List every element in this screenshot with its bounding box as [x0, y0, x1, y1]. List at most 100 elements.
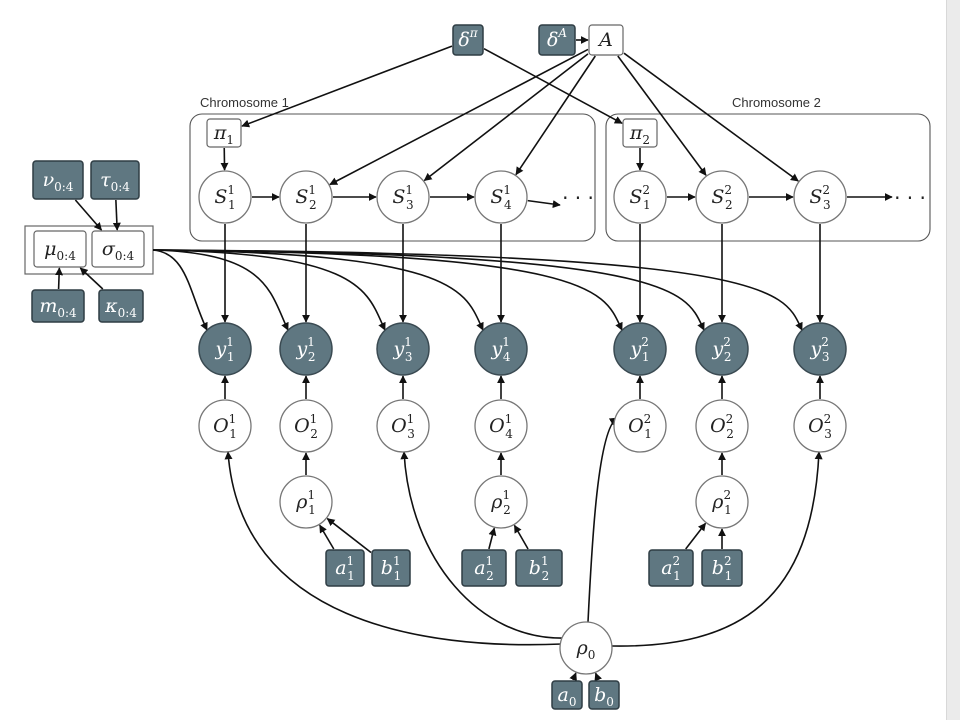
- label-kappa: κ0:4: [104, 295, 137, 320]
- label-m: m0:4: [39, 295, 77, 320]
- edge-emission-params-to-y1-2: [152, 249, 289, 331]
- node-kappa: κ0:4: [98, 289, 144, 323]
- edge-a-to-s1-2: [329, 48, 589, 186]
- node-b-0: b0: [588, 680, 620, 710]
- edge-s1-4-to-continuation: [527, 199, 561, 208]
- edge-b1-2-to-rho1-2: [513, 524, 529, 550]
- plate-chromosome-1: Chromosome 1: [189, 95, 596, 242]
- edge-delta-pi-to-pi-1: [241, 45, 453, 128]
- node-delta-pi: δπ: [452, 24, 484, 56]
- scrollbar-track[interactable]: [946, 0, 960, 720]
- plate-chromosome-2: Chromosome 2: [605, 95, 931, 242]
- edge-m-to-mu: [55, 267, 64, 290]
- label-a-0: a0: [558, 684, 577, 709]
- edge-delta-pi-to-pi-2: [483, 47, 623, 124]
- node-delta-a: δA: [538, 24, 576, 56]
- label-nu: ν0:4: [43, 169, 74, 194]
- edge-rho-0-to-o2-3: [611, 451, 823, 647]
- edge-b-0-to-rho-0: [594, 672, 602, 682]
- edge-emission-params-to-y1-1: [152, 249, 208, 331]
- edge-a-to-s1-4: [515, 55, 596, 176]
- edge-a-to-s1-3: [423, 53, 589, 182]
- edge-a-to-s2-2: [617, 55, 707, 176]
- node-m: m0:4: [31, 289, 85, 323]
- plate-label-chromosome-2: Chromosome 2: [732, 95, 821, 110]
- node-rho-0: ρ0: [559, 621, 613, 675]
- edge-rho-0-to-o2-1: [587, 417, 618, 623]
- label-b-0: b0: [594, 684, 614, 709]
- continuation-dots-chr1: · · ·: [562, 186, 594, 210]
- edge-rho-0-to-o1-1: [224, 451, 563, 646]
- node-a-0: a0: [551, 680, 583, 710]
- edge-emission-params-to-y2-3: [152, 249, 803, 331]
- edge-a-0-to-rho-0: [569, 672, 577, 682]
- node-pi-1: π1: [206, 118, 242, 148]
- label-delta-a: δA: [547, 26, 567, 51]
- edge-emission-params-to-y1-4: [152, 249, 484, 331]
- edge-a2-1-to-rho2-1: [685, 522, 707, 550]
- edge-tau-to-sigma: [112, 199, 121, 231]
- node-mu: μ0:4: [33, 230, 87, 268]
- edge-a-to-s2-3: [623, 52, 799, 182]
- edge-emission-params-to-y1-3: [152, 249, 386, 331]
- edge-a1-1-to-rho1-1: [319, 524, 335, 550]
- edge-emission-params-to-y2-2: [152, 249, 705, 331]
- edge-b1-1-to-rho1-1: [326, 517, 372, 554]
- edge-nu-to-sigma: [74, 199, 103, 231]
- edges: [55, 36, 893, 682]
- plate-label-chromosome-1: Chromosome 1: [200, 95, 289, 110]
- edge-a1-2-to-rho1-2: [488, 527, 497, 550]
- edge-kappa-to-mu: [79, 267, 104, 290]
- continuation-dots-chr2: · · ·: [894, 186, 926, 210]
- label-pi-1: π1: [213, 122, 234, 147]
- node-tau: τ0:4: [90, 160, 140, 200]
- label-a: A: [597, 29, 613, 51]
- label-delta-pi: δπ: [458, 26, 478, 51]
- node-a: A: [588, 24, 624, 56]
- label-tau: τ0:4: [100, 169, 130, 194]
